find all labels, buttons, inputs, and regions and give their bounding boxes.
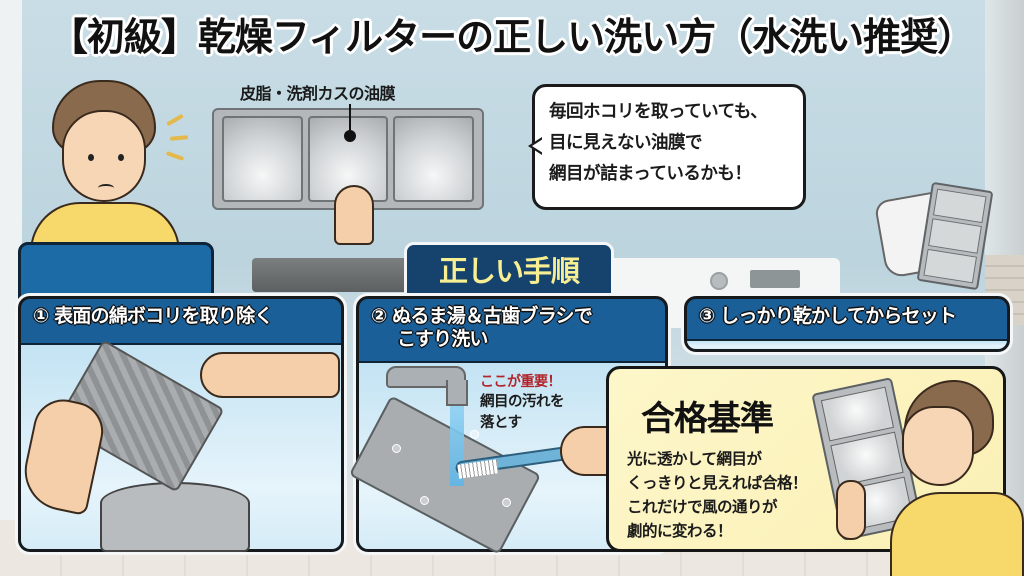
finger-illustration bbox=[334, 185, 374, 245]
criteria-text: 光に透かして網目が くっきりと見えれば合格！ これだけで風の通りが 劇的に変わる… bbox=[627, 450, 808, 540]
step-3-heading: ③ しっかり乾かしてからセット bbox=[699, 305, 957, 327]
pointer-dot-icon bbox=[344, 130, 356, 142]
worry-lines-icon bbox=[162, 113, 192, 164]
criteria-heading: 合格基準 bbox=[641, 399, 774, 439]
pointer-line bbox=[349, 104, 351, 132]
speech-line: 目に見えない油膜で bbox=[549, 133, 703, 153]
speech-bubble: 毎回ホコリを取っていても、 目に見えない油膜で 網目が詰まっているかも！ bbox=[528, 84, 806, 210]
important-callout: ここが重要！ 網目の汚れを 落とす bbox=[480, 374, 565, 431]
soap-bubble-icon bbox=[502, 498, 511, 507]
step-1-heading: ① 表面の綿ボコリを取り除く bbox=[33, 305, 273, 327]
oil-film-label: 皮脂・洗剤カスの油膜 bbox=[240, 84, 396, 103]
trash-bin-illustration bbox=[100, 482, 250, 552]
page-title: 【初級】乾燥フィルターの正しい洗い方（水洗い推奨） bbox=[49, 15, 975, 59]
soap-bubble-icon bbox=[470, 430, 479, 439]
worried-person-illustration bbox=[30, 80, 180, 252]
speech-line: 網目が詰まっているかも！ bbox=[549, 164, 752, 184]
step-2-heading: ② ぬるま湯＆古歯ブラシで こすり洗い bbox=[371, 305, 593, 350]
steps-header: 正しい手順 bbox=[404, 242, 614, 296]
hand-removing-lint bbox=[200, 352, 340, 398]
dryer-illustration bbox=[252, 258, 412, 292]
smiling-person-illustration bbox=[880, 380, 1024, 576]
step-3-panel: ③ しっかり乾かしてからセット bbox=[684, 296, 1010, 352]
soap-bubble-icon bbox=[392, 444, 401, 453]
washer-knob-icon bbox=[710, 272, 728, 290]
hand-holding-clean-filter bbox=[836, 480, 866, 540]
soap-bubble-icon bbox=[420, 496, 429, 505]
steps-header-label: 正しい手順 bbox=[438, 254, 580, 288]
speech-line: 毎回ホコリを取っていても、 bbox=[549, 102, 768, 122]
washer-display-icon bbox=[750, 270, 800, 288]
background-wall bbox=[0, 0, 22, 576]
